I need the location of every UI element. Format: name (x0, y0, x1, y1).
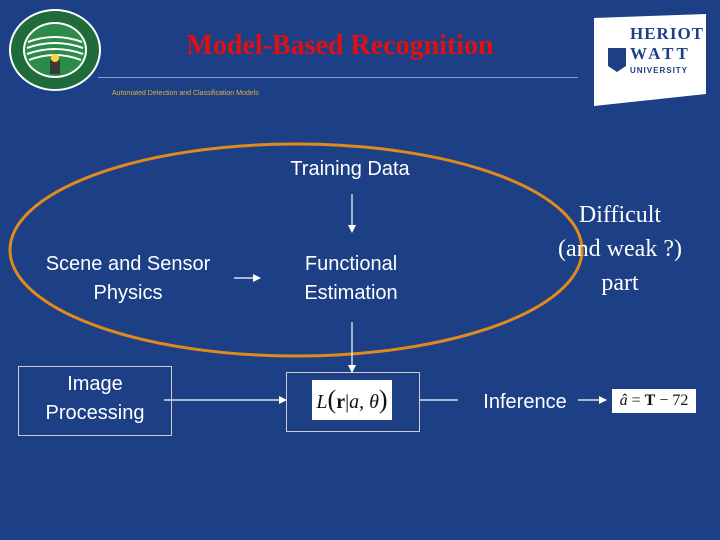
difficult-part-label: Difficult (and weak ?) part (532, 198, 708, 300)
difficult-line-2: (and weak ?) (558, 236, 682, 262)
likelihood-r: r (336, 391, 346, 413)
likelihood-equation: L(r|a, θ) (312, 380, 392, 420)
difficult-line-1: Difficult (578, 202, 662, 228)
result-T: T (644, 392, 656, 409)
ocean-systems-lab-logo (9, 9, 101, 91)
result-a-hat: â (619, 392, 628, 409)
image-processing-box (18, 366, 172, 436)
slide-title: Model-Based Recognition (186, 30, 494, 61)
scene-line-1: Scene and Sensor (45, 253, 211, 275)
heriot-watt-line3: UNIVERSITY (630, 66, 689, 75)
likelihood-L: L (316, 391, 328, 413)
slide-subtitle: Automated Detection and Classification M… (112, 90, 259, 97)
heriot-watt-line2: WATT (630, 44, 691, 63)
functional-line-1: Functional (304, 253, 398, 275)
image-line-1: Image (67, 373, 123, 395)
heriot-watt-logo: HERIOT WATT UNIVERSITY (594, 14, 706, 106)
heriot-watt-line1: HERIOT (630, 24, 705, 43)
image-processing-label: Image Processing (18, 370, 172, 428)
training-data-label: Training Data (290, 158, 410, 180)
inference-label: Inference (483, 391, 567, 413)
functional-estimation-label: Functional Estimation (270, 250, 432, 308)
likelihood-box (286, 372, 420, 432)
functional-line-2: Estimation (304, 282, 398, 304)
difficult-line-3: part (601, 270, 639, 296)
likelihood-args: a, θ (349, 391, 379, 413)
result-tail: − 72 (655, 392, 689, 409)
result-equals: = (627, 392, 645, 409)
scene-line-2: Physics (93, 282, 163, 304)
model-region-ellipse (8, 142, 584, 358)
heriot-watt-badge (594, 14, 706, 106)
scene-sensor-physics-label: Scene and Sensor Physics (22, 250, 234, 308)
title-divider (98, 77, 578, 78)
image-line-2: Processing (45, 402, 145, 424)
result-equation: â = T − 72 (612, 389, 696, 413)
